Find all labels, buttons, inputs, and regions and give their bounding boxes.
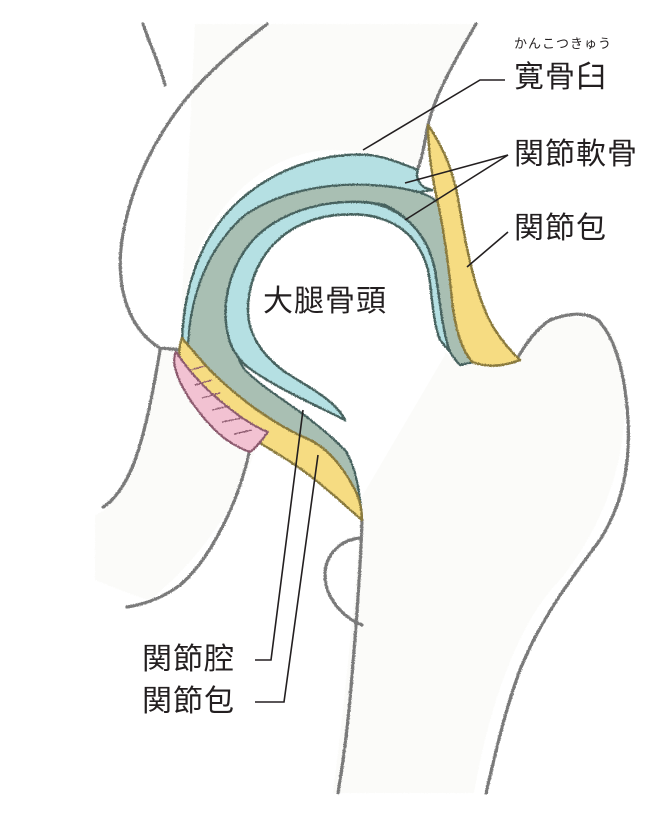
label-joint-capsule-left: 関節包	[142, 684, 235, 719]
acetabulum-layers	[173, 123, 522, 522]
femoral-cartilage	[224, 200, 452, 422]
joint-capsule-right	[426, 123, 522, 367]
pink-tissue	[173, 350, 270, 454]
leader-capsule-right	[466, 231, 509, 268]
leader-acetabulum	[362, 79, 505, 151]
acetabulum-ruby: かんこつきゅう	[514, 37, 613, 52]
pelvis-bone	[95, 22, 480, 609]
leader-joint-cavity	[255, 409, 304, 661]
label-joint-cavity: 関節腔	[142, 642, 235, 677]
label-joint-capsule-right: 関節包	[514, 211, 607, 246]
leader-capsule-left	[255, 454, 319, 703]
label-articular-cartilage: 関節軟骨	[514, 137, 638, 172]
femoral-head-fill	[245, 190, 445, 500]
leader-cartilage-upper	[404, 154, 509, 184]
leader-lines	[255, 79, 509, 703]
label-acetabulum: 寛骨臼	[514, 60, 607, 95]
leader-cartilage-lower	[404, 154, 509, 221]
label-femoral-head: 大腿骨頭	[263, 284, 387, 319]
